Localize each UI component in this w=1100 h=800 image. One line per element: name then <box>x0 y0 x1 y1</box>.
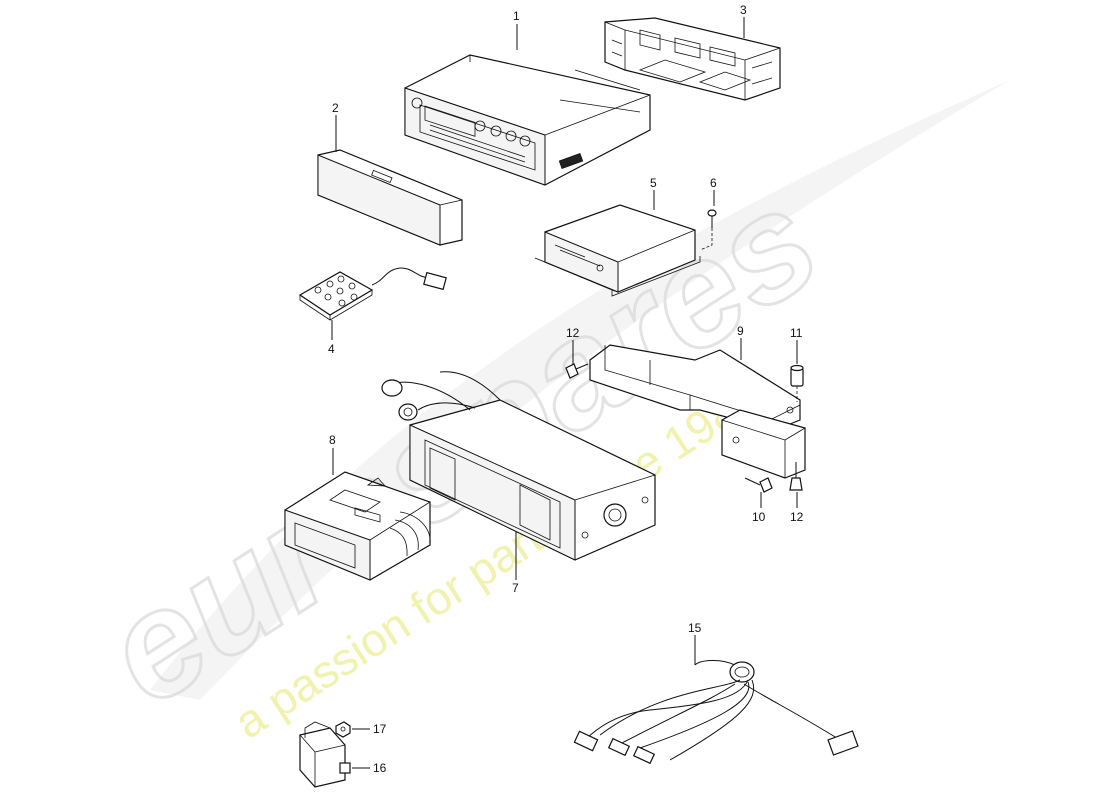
part-11-spacer <box>790 364 804 402</box>
callout-16: 16 <box>373 761 387 775</box>
callout-6: 6 <box>710 176 717 190</box>
part-1-radio-unit <box>404 54 651 186</box>
callout-1: 1 <box>513 9 520 23</box>
part-6-screw <box>699 209 717 251</box>
callout-15: 15 <box>688 621 702 635</box>
callout-12-upper: 12 <box>566 326 580 340</box>
part-10-bolt <box>744 477 773 493</box>
part-12-bolt-upper <box>565 363 589 379</box>
part-16-module <box>299 721 351 788</box>
watermark-swoosh <box>150 80 1010 700</box>
callout-9: 9 <box>737 324 744 338</box>
part-2-front-cover <box>317 149 463 246</box>
part-3-mounting-frame <box>604 17 781 101</box>
callout-7: 7 <box>512 581 519 595</box>
callout-3: 3 <box>740 3 747 17</box>
callout-12-lower: 12 <box>790 510 804 524</box>
callout-17: 17 <box>373 722 387 736</box>
callout-numbers: 1 2 3 4 5 6 7 8 9 10 11 12 12 15 16 17 <box>328 3 804 775</box>
callout-5: 5 <box>650 176 657 190</box>
part-5-amplifier <box>534 204 701 297</box>
leader-lines <box>331 17 798 769</box>
callout-11: 11 <box>790 326 803 340</box>
part-17-nut <box>335 721 351 738</box>
part-7-cd-changer <box>381 371 656 561</box>
callout-8: 8 <box>329 433 336 447</box>
callout-2: 2 <box>332 101 339 115</box>
part-9-bracket <box>589 344 806 479</box>
callout-10: 10 <box>752 510 766 524</box>
part-12-bolt-lower <box>789 462 803 491</box>
callout-4: 4 <box>328 342 335 356</box>
part-4-remote-control <box>298 267 447 321</box>
part-8-cd-magazine <box>284 471 431 581</box>
part-15-cable-harness <box>573 660 859 765</box>
